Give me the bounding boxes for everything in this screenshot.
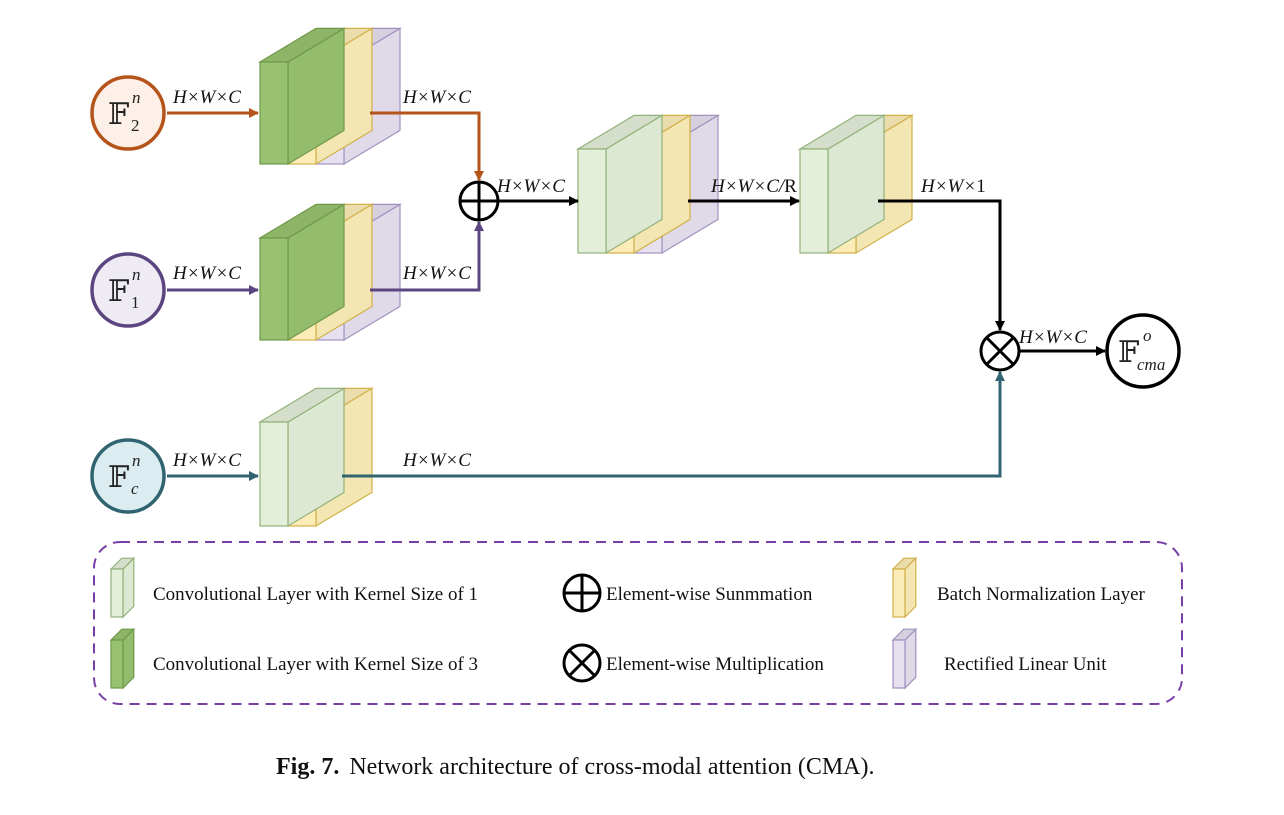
legend-conv1-icon: [109, 556, 136, 619]
svg-text:𝔽: 𝔽: [108, 274, 129, 309]
node-fc: 𝔽 n c: [90, 438, 166, 514]
label-mul-out: H×W×C: [1018, 327, 1087, 348]
legend: Convolutional Layer with Kernel Size of …: [93, 541, 1183, 705]
label-fc-in: H×W×C: [172, 450, 241, 471]
svg-text:𝔽: 𝔽: [108, 460, 129, 495]
arrow-att-out: [878, 199, 1005, 331]
svg-text:n: n: [132, 265, 141, 284]
label-f1-in: H×W×C: [172, 263, 241, 284]
svg-text:n: n: [132, 88, 141, 107]
label-f2-in: H×W×C: [172, 87, 241, 108]
legend-relu-label: Rectified Linear Unit: [944, 654, 1107, 675]
legend-mul-icon: [562, 643, 602, 683]
legend-bn-icon: [891, 556, 918, 619]
legend-icons: [109, 556, 918, 690]
fc-block-layer-conv1: [257, 387, 347, 528]
attention-block-layer-conv1: [797, 114, 887, 255]
legend-mul-label: Element-wise Multiplication: [606, 654, 824, 675]
sum-operator: [458, 180, 500, 222]
label-f2-out: H×W×C: [402, 87, 471, 108]
mul-operator: [979, 330, 1021, 372]
svg-text:𝔽: 𝔽: [108, 97, 129, 132]
svg-text:cma: cma: [1137, 355, 1165, 374]
label-sum-out: H×W×C: [496, 176, 565, 197]
f1-block-layer-conv3: [257, 203, 347, 342]
svg-text:n: n: [132, 451, 141, 470]
legend-sum-label: Element-wise Sunmmation: [606, 584, 813, 605]
legend-bn-label: Batch Normalization Layer: [937, 584, 1146, 605]
legend-sum-icon: [562, 573, 602, 613]
label-fc-out: H×W×C: [402, 450, 471, 471]
legend-border: [93, 541, 1183, 705]
f2-block-layer-conv3: [257, 27, 347, 166]
svg-text:1: 1: [131, 293, 140, 312]
legend-conv1-label: Convolutional Layer with Kernel Size of …: [153, 584, 478, 605]
label-f1-out: H×W×C: [402, 263, 471, 284]
node-f2: 𝔽 n 2: [90, 75, 166, 151]
svg-text:o: o: [1143, 326, 1152, 345]
label-att-out: H×W×1: [920, 176, 986, 197]
node-f1: 𝔽 n 1: [90, 252, 166, 328]
svg-text:2: 2: [131, 116, 140, 135]
arrow-f1-out: [370, 221, 484, 292]
svg-text:𝔽: 𝔽: [1118, 335, 1139, 370]
legend-relu-icon: [891, 627, 918, 690]
connections: [167, 108, 1106, 481]
arrow-f2-out: [370, 111, 484, 181]
legend-conv3-icon: [109, 627, 136, 690]
svg-text:c: c: [131, 479, 139, 498]
layer-blocks: [257, 27, 915, 528]
figure-caption: Fig. 7.Network architecture of cross-mod…: [276, 754, 875, 780]
legend-conv3-label: Convolutional Layer with Kernel Size of …: [153, 654, 478, 675]
fusion-block-layer-conv1: [575, 114, 665, 255]
node-output: 𝔽 o cma: [1105, 313, 1181, 389]
arrow-fc-out: [342, 371, 1005, 478]
label-mid-out: H×W×C/R: [710, 176, 797, 197]
